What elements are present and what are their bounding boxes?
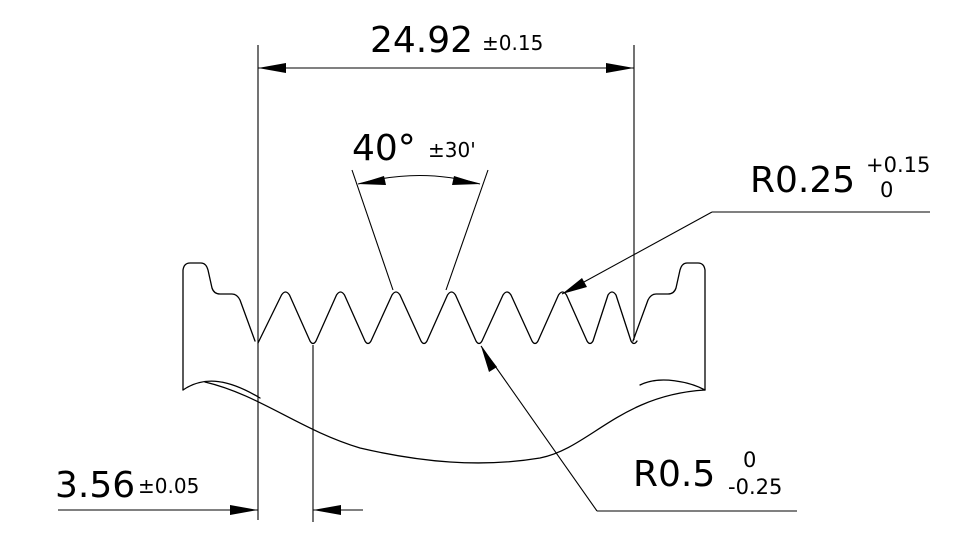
root-radius-upper: 0 [743,448,756,472]
tip-radius-value: R0.25 [750,160,855,201]
overall-dimension: 24.92 ±0.15 [257,20,635,520]
tooth-profile [257,291,638,345]
tip-radius-lower: 0 [880,178,893,202]
angle-dimension: 40° ±30' [351,128,489,291]
part-outline [182,262,706,464]
overall-dimension-tolerance: ±0.15 [482,31,543,55]
tip-radius-callout: R0.25 +0.15 0 [561,153,930,295]
angle-tolerance: ±30' [428,138,476,162]
tip-radius-upper: +0.15 [866,153,930,177]
pitch-value: 3.56 [55,465,135,506]
root-radius-value: R0.5 [633,454,715,495]
pitch-tolerance: ±0.05 [138,474,199,498]
angle-value: 40° [352,128,416,169]
root-radius-callout: R0.5 0 -0.25 [480,345,797,512]
overall-dimension-value: 24.92 [370,20,473,61]
root-radius-lower: -0.25 [728,475,782,499]
pitch-dimension: 3.56 ±0.05 [55,345,363,522]
